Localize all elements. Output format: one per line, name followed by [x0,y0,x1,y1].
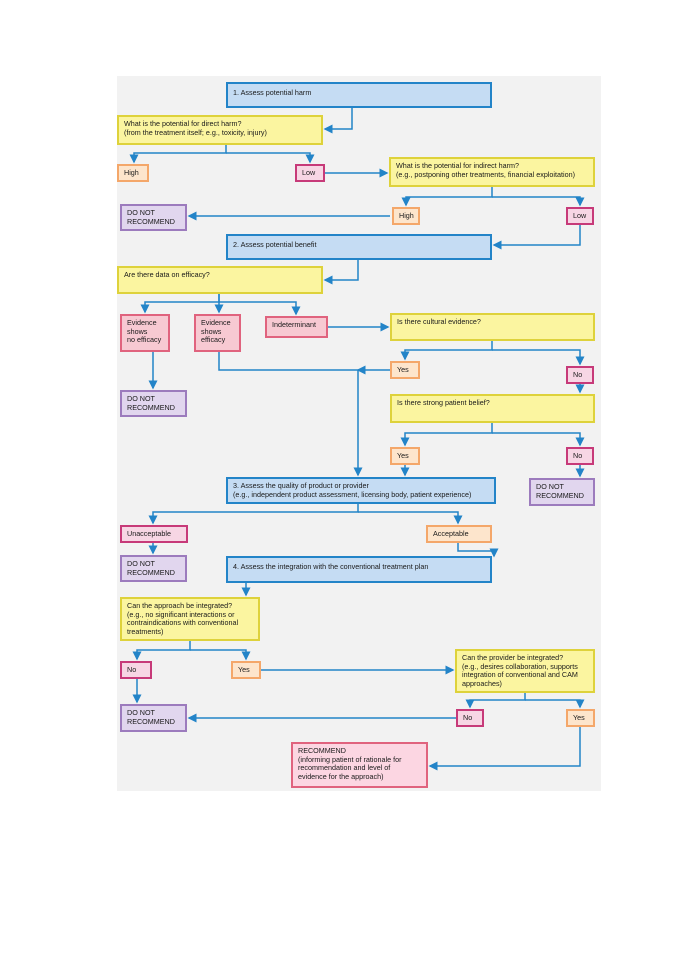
answer-indeterminant: Indeterminant [265,316,328,338]
connector-approach-yes [190,649,251,661]
answer-approach-yes: Yes [231,661,261,679]
connector-provider-yes-recommend [428,727,581,771]
step-assess-benefit: 2. Assess potential benefit [226,234,492,260]
outcome-do-not-recommend-4: DO NOT RECOMMEND [120,555,187,582]
connector-step3-unacceptable [148,504,359,525]
connector-indirect-high [401,187,493,207]
answer-indirect-low: Low [566,207,594,225]
outcome-do-not-recommend-2: DO NOT RECOMMEND [120,390,187,417]
answer-belief-no: No [566,447,594,465]
question-provider-integration: Can the provider be integrated? (e.g., d… [455,649,595,693]
connector-direct-high [129,145,227,164]
answer-direct-low: Low [295,164,325,182]
answer-no-efficacy: Evidence shows no efficacy [120,314,170,352]
connector-provider-yes [525,699,585,709]
connector-step1-direct [323,108,353,134]
step-assess-quality: 3. Assess the quality of product or prov… [226,477,496,504]
connector-belief-no [492,432,585,447]
outcome-recommend: RECOMMEND (informing patient of rational… [291,742,428,788]
answer-approach-no: No [120,661,152,679]
connector-low-step2 [492,225,581,250]
answer-belief-yes: Yes [390,447,420,465]
outcome-do-not-recommend-3: DO NOT RECOMMEND [529,478,595,506]
question-approach-integration: Can the approach be integrated? (e.g., n… [120,597,260,641]
answer-indirect-high: High [392,207,420,225]
question-efficacy-data: Are there data on efficacy? [117,266,323,294]
connector-cultural-no [492,349,585,366]
connector-step3-acceptable [358,511,463,525]
outcome-do-not-recommend-5: DO NOT RECOMMEND [120,704,187,732]
connector-indirect-low [492,196,585,207]
connector-belief-yes [400,423,493,447]
connector-efficacy-step3 [218,352,363,477]
answer-direct-high: High [117,164,149,182]
step-assess-integration: 4. Assess the integration with the conve… [226,556,492,583]
connector-provider-no [465,693,526,709]
connector-direct-low [226,152,315,164]
connector-efficacy-none [140,294,220,314]
question-direct-harm: What is the potential for direct harm? (… [117,115,323,145]
connector-efficacy-indet [219,301,301,316]
question-indirect-harm: What is the potential for indirect harm?… [389,157,595,187]
step-assess-harm: 1. Assess potential harm [226,82,492,108]
answer-acceptable: Acceptable [426,525,492,543]
question-patient-belief: Is there strong patient belief? [390,394,595,423]
outcome-do-not-recommend-1: DO NOT RECOMMEND [120,204,187,231]
connector-cultural-yes [400,341,493,361]
connector-acceptable-step4 [457,543,499,558]
connector-step2-efficacy [323,260,359,285]
answer-provider-no: No [456,709,484,727]
answer-unacceptable: Unacceptable [120,525,188,543]
answer-shows-efficacy: Evidence shows efficacy [194,314,241,352]
answer-cultural-no: No [566,366,594,384]
question-cultural-evidence: Is there cultural evidence? [390,313,595,341]
answer-provider-yes: Yes [566,709,595,727]
connector-approach-no [132,641,191,661]
answer-cultural-yes: Yes [390,361,420,379]
